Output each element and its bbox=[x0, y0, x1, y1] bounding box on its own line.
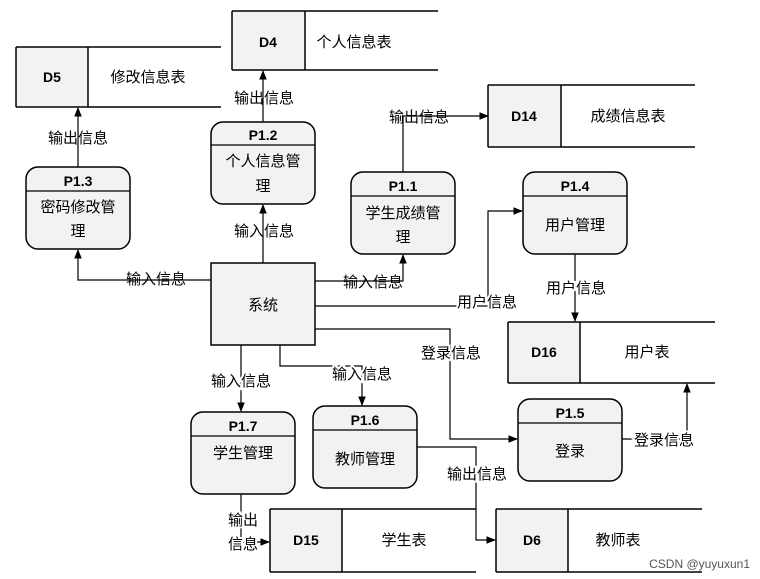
process-p12-label-line1: 个人信息管 bbox=[225, 152, 300, 170]
datastore-d14-id: D14 bbox=[511, 108, 537, 124]
datastore-d6: D6 教师表 bbox=[495, 508, 702, 573]
flow-label-out-p17-line2: 信息 bbox=[228, 535, 258, 553]
system-label: 系统 bbox=[248, 296, 278, 314]
flow-p15-to-d16: 登录信息 bbox=[622, 383, 696, 451]
process-p16-label: 教师管理 bbox=[335, 450, 395, 468]
flow-label-in-p17: 输入信息 bbox=[211, 372, 271, 390]
process-p17-id: P1.7 bbox=[229, 418, 258, 434]
datastore-d6-name: 教师表 bbox=[595, 531, 640, 549]
flow-label-login-info-d16: 登录信息 bbox=[634, 431, 694, 449]
flow-system-to-p11: 输入信息 bbox=[315, 254, 407, 291]
datastore-d15: D15 学生表 bbox=[269, 508, 476, 573]
flow-label-out-d5: 输出信息 bbox=[48, 129, 108, 147]
flow-system-to-p17: 输入信息 bbox=[209, 345, 273, 412]
datastore-d14: D14 成绩信息表 bbox=[487, 84, 695, 148]
flow-system-to-p13: 输入信息 bbox=[74, 249, 211, 288]
flow-label-login-info-sys: 登录信息 bbox=[421, 344, 481, 362]
flow-label-out-p17-line1: 输出 bbox=[228, 511, 258, 529]
process-p11-label-line1: 学生成绩管 bbox=[365, 204, 440, 222]
flow-label-in-p11: 输入信息 bbox=[343, 273, 403, 291]
flow-label-out-d4: 输出信息 bbox=[234, 89, 294, 107]
flow-label-user-info-p14: 用户信息 bbox=[546, 279, 606, 297]
flow-p17-to-d15: 输出 信息 bbox=[226, 494, 270, 555]
datastore-d5: D5 修改信息表 bbox=[15, 46, 221, 108]
flow-label-in-p12: 输入信息 bbox=[234, 222, 294, 240]
flow-label-in-p16: 输入信息 bbox=[332, 365, 392, 383]
datastore-d4: D4 个人信息表 bbox=[231, 10, 438, 71]
flow-label-out-d14: 输出信息 bbox=[389, 108, 449, 126]
process-p12-label-line2: 理 bbox=[255, 177, 270, 195]
datastore-d16: D16 用户表 bbox=[507, 321, 715, 384]
datastore-d4-name: 个人信息表 bbox=[316, 33, 391, 51]
flow-label-in-p13: 输入信息 bbox=[126, 270, 186, 288]
process-p17-label: 学生管理 bbox=[213, 444, 273, 462]
flow-system-to-p14: 用户信息 bbox=[315, 207, 523, 313]
flow-p14-to-d16: 用户信息 bbox=[544, 254, 608, 322]
process-p12: P1.2 个人信息管 理 bbox=[210, 121, 316, 205]
process-p13-id: P1.3 bbox=[64, 173, 93, 189]
datastore-d4-id: D4 bbox=[259, 34, 277, 50]
process-p12-id: P1.2 bbox=[249, 127, 278, 143]
process-p13: P1.3 密码修改管 理 bbox=[25, 166, 131, 250]
flow-system-to-p15: 登录信息 bbox=[315, 328, 518, 443]
process-p14-label: 用户管理 bbox=[545, 216, 605, 234]
process-p13-label-line2: 理 bbox=[70, 222, 85, 240]
datastore-d14-name: 成绩信息表 bbox=[590, 107, 665, 125]
datastore-d15-id: D15 bbox=[293, 532, 319, 548]
process-p16: P1.6 教师管理 bbox=[312, 405, 418, 489]
process-p17: P1.7 学生管理 bbox=[190, 411, 296, 495]
datastore-d16-name: 用户表 bbox=[624, 343, 669, 361]
flow-p11-to-d14: 输出信息 bbox=[389, 108, 489, 172]
process-p16-id: P1.6 bbox=[351, 412, 380, 428]
flow-p12-to-d4: 输出信息 bbox=[234, 70, 294, 122]
flow-label-user-info-sys: 用户信息 bbox=[457, 293, 517, 311]
flow-system-to-p12: 输入信息 bbox=[234, 204, 294, 263]
datastore-d5-id: D5 bbox=[43, 69, 61, 85]
process-p13-label-line1: 密码修改管 bbox=[40, 198, 115, 216]
process-p11-id: P1.1 bbox=[389, 178, 418, 194]
process-p11: P1.1 学生成绩管 理 bbox=[350, 171, 456, 255]
flow-p13-to-d5: 输出信息 bbox=[48, 107, 108, 167]
flow-p16-to-d6: 输出信息 bbox=[417, 446, 509, 544]
datastore-d16-id: D16 bbox=[531, 344, 557, 360]
process-p14: P1.4 用户管理 bbox=[522, 171, 628, 255]
flow-system-to-p16: 输入信息 bbox=[279, 345, 394, 406]
system-box: 系统 bbox=[210, 262, 316, 346]
process-p15-id: P1.5 bbox=[556, 405, 585, 421]
process-p14-id: P1.4 bbox=[561, 178, 590, 194]
flow-label-out-p16: 输出信息 bbox=[447, 465, 507, 483]
datastore-d6-id: D6 bbox=[523, 532, 541, 548]
datastore-d15-name: 学生表 bbox=[381, 531, 426, 549]
process-p11-label-line2: 理 bbox=[395, 228, 410, 246]
watermark: CSDN @yuyuxun1 bbox=[649, 557, 750, 571]
process-p15-label: 登录 bbox=[555, 442, 585, 460]
process-p15: P1.5 登录 bbox=[517, 398, 623, 482]
datastore-d5-name: 修改信息表 bbox=[110, 68, 185, 86]
